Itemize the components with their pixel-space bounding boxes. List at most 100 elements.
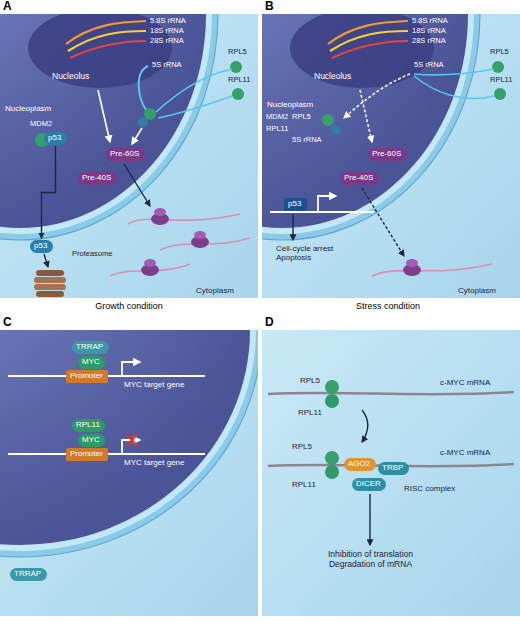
art-shape (122, 362, 140, 376)
promoter-box: Promoter (66, 448, 108, 461)
outcome-label: Inhibition of translation Degradation of… (308, 550, 433, 570)
complex-label: RISC complex (404, 484, 455, 493)
region-label: Nucleolus (52, 72, 89, 82)
region-label: Cytoplasm (196, 286, 234, 295)
art-shape (98, 90, 110, 142)
outcome-label: Cell-cycle arrest Apoptosis (276, 244, 356, 262)
part-label: Proteasome (72, 250, 112, 259)
protein-label: RPL5 (292, 113, 311, 122)
art-shape (124, 164, 150, 206)
rna-label: 5.8S rRNA (150, 17, 186, 26)
art-shape (0, 330, 250, 545)
art-shape (127, 434, 137, 446)
art-shape (369, 494, 370, 545)
art-shape (344, 74, 410, 118)
node-text: Pre-40S (344, 173, 375, 183)
protein-blob: MYC (78, 356, 105, 369)
rna-label: 28S rRNA (412, 37, 446, 46)
region-label: Nucleoplasm (267, 100, 313, 109)
protein-label: RPL11 (228, 76, 250, 85)
node-text: Promoter (70, 371, 104, 381)
panel-caption: Growth condition (0, 301, 258, 311)
art-shape (262, 14, 520, 298)
node-text: DICER (356, 479, 382, 489)
art-shape (414, 76, 494, 99)
node-text: p53 (34, 241, 49, 251)
rna-label: c-MYC mRNA (440, 448, 490, 457)
node-text: AGO2 (348, 459, 372, 469)
panel-letter: A (3, 0, 12, 14)
protein-blob: TRRAP (10, 568, 47, 581)
protein-blob: DICER (352, 478, 386, 491)
art-shape (268, 392, 514, 394)
protein-blob: AGO2 (344, 458, 376, 471)
node-text: Promoter (70, 449, 104, 459)
art-shape (318, 196, 336, 212)
art-shape (414, 69, 494, 75)
panel-letter: D (265, 316, 274, 330)
art-shape (154, 208, 166, 216)
art-shape (262, 330, 520, 616)
region-label: Cytoplasm (458, 286, 496, 295)
node-text: RPL11 (76, 420, 101, 430)
protein-label: RPL11 (266, 125, 288, 134)
art-shape (325, 451, 339, 465)
protein-label: RPL11 (298, 408, 322, 417)
connector-arrow (39, 146, 56, 239)
panel-letter: B (265, 0, 274, 14)
region-label: Nucleoplasm (5, 104, 51, 113)
art-shape (0, 14, 258, 298)
region-label: Nucleolus (314, 72, 351, 82)
promoter-box: Promoter (66, 370, 108, 383)
protein-blob: RPL11 (72, 419, 105, 432)
art-shape (34, 277, 66, 283)
node-text: MYC (82, 435, 101, 445)
art-shape (372, 264, 492, 276)
protein-blob: TRRAP (72, 341, 109, 354)
art-shape (194, 231, 206, 239)
node-text: MYC (82, 357, 101, 367)
panel-b (84, 0, 520, 298)
protein-label: RPL5 (490, 48, 509, 57)
art-shape (34, 284, 66, 290)
art-shape (362, 410, 368, 442)
art-shape (0, 14, 258, 298)
art-shape (360, 90, 372, 142)
ribosome-subunit: Pre-40S (340, 172, 379, 185)
gene-label: MYC target gene (124, 458, 184, 467)
art-shape (406, 259, 418, 267)
panel-caption: Stress condition (259, 301, 517, 311)
art-shape (158, 96, 232, 118)
art-shape (151, 208, 169, 225)
panel-a (0, 0, 258, 298)
protein-label: RPL11 (292, 480, 316, 489)
protein-blob: p53 (44, 132, 67, 145)
art-shape (36, 291, 64, 297)
protein-label: RPL5 (292, 442, 312, 451)
node-text: TRRAP (76, 342, 105, 352)
rna-label: 5.8S rRNA (412, 17, 448, 26)
panel-d (262, 330, 520, 616)
art-shape (270, 211, 374, 213)
node-text: Pre-60S (110, 149, 141, 159)
art-shape (262, 14, 520, 298)
rna-label: 5S rRNA (292, 136, 322, 145)
art-shape (128, 214, 240, 224)
art-shape (262, 330, 520, 616)
art-shape (44, 254, 48, 267)
rna-label: 28S rRNA (150, 37, 184, 46)
gene-label: MYC target gene (124, 380, 184, 389)
panel-letter: C (3, 316, 12, 330)
node-text: Pre-60S (372, 149, 403, 159)
art-shape (0, 330, 256, 551)
ribosome-subunit: Pre-40S (78, 172, 117, 185)
art-shape (138, 117, 148, 127)
protein-label: RPL11 (490, 76, 512, 85)
proteasome-barrel (34, 270, 66, 297)
rna-label: c-MYC mRNA (440, 378, 490, 387)
art-shape (141, 259, 159, 276)
art-shape (144, 259, 156, 267)
